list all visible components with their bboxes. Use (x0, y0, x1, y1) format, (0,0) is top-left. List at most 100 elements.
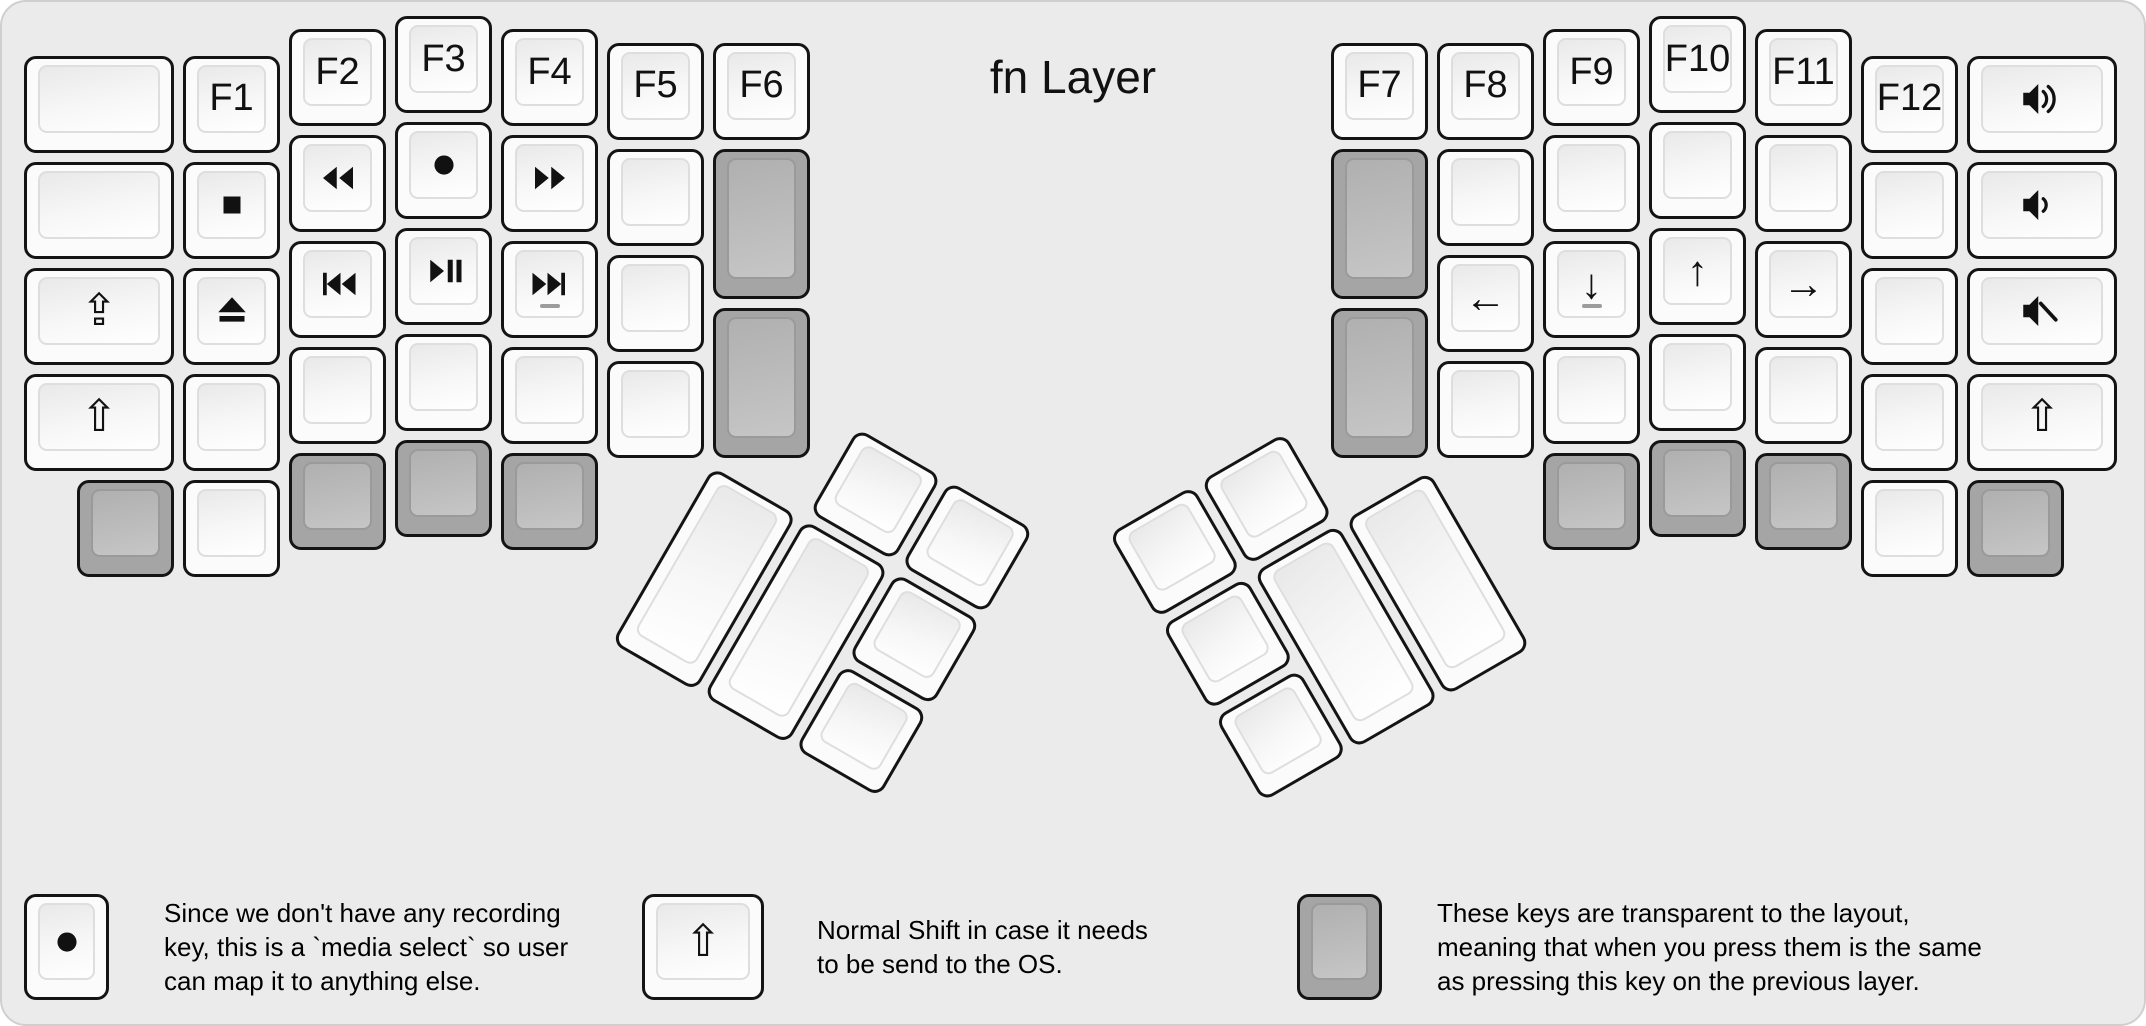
key-shift[interactable]: ⇧ (24, 373, 174, 471)
keycap-top (38, 170, 160, 239)
keycap-top (1981, 170, 2103, 239)
key-caps-lock[interactable]: ⇪ (24, 267, 174, 365)
key-transparent[interactable] (713, 148, 810, 299)
arrow-left-icon: ← (1464, 273, 1507, 321)
key-arrow-up[interactable]: ↑ (1649, 228, 1746, 325)
keycap-top (621, 263, 690, 332)
key-blank[interactable] (183, 479, 280, 577)
key-transparent[interactable] (1967, 479, 2064, 577)
eject-icon (209, 291, 255, 331)
key-eject[interactable] (183, 267, 280, 365)
key-volume-up[interactable] (1967, 55, 2117, 153)
legend-text-line: to be send to the OS. (817, 949, 1063, 979)
key-arrow-down[interactable]: ↓ (1543, 241, 1640, 339)
key-blank[interactable] (1543, 135, 1640, 233)
legend-sample-key (1297, 894, 1382, 1000)
key-blank[interactable] (607, 360, 704, 458)
keycap-top (1875, 382, 1944, 451)
key-f3[interactable]: F3 (395, 16, 492, 113)
keycap-top (870, 587, 964, 681)
key-blank[interactable] (1543, 347, 1640, 445)
next-track-icon (527, 264, 573, 304)
key-transparent[interactable] (1331, 307, 1428, 458)
keycap-top: F10 (1663, 25, 1732, 93)
keycap-top (727, 157, 796, 279)
key-blank[interactable] (1437, 148, 1534, 246)
key-blank[interactable] (1861, 373, 1958, 471)
prev-track-icon (315, 264, 361, 304)
key-blank[interactable] (607, 148, 704, 246)
key-label: F6 (739, 64, 784, 106)
key-blank[interactable] (24, 161, 174, 259)
keycap-top (1981, 64, 2103, 133)
key-label: F1 (209, 77, 254, 120)
key-blank[interactable] (607, 254, 704, 352)
homing-bar (539, 304, 560, 309)
key-fast-forward[interactable] (501, 135, 598, 233)
key-transparent[interactable] (1649, 440, 1746, 537)
layer-title: fn Layer (989, 51, 1157, 103)
key-f8[interactable]: F8 (1437, 42, 1534, 140)
legend-text-line: meaning that when you press them is the … (1437, 932, 1982, 962)
key-f10[interactable]: F10 (1649, 16, 1746, 113)
key-play-pause[interactable] (395, 228, 492, 325)
key-transparent[interactable] (289, 453, 386, 551)
record-icon (49, 925, 85, 959)
key-blank[interactable] (289, 347, 386, 445)
key-transparent[interactable] (713, 307, 810, 458)
key-transparent[interactable] (1543, 453, 1640, 551)
legend-text-line: Since we don't have any recording (164, 898, 561, 928)
key-prev-track[interactable] (289, 241, 386, 339)
key-label: F11 (1772, 50, 1835, 93)
keycap-top (817, 679, 911, 773)
keycap-top (1769, 462, 1838, 531)
key-transparent[interactable] (1755, 453, 1852, 551)
key-blank[interactable] (1437, 360, 1534, 458)
key-f5[interactable]: F5 (607, 42, 704, 140)
key-transparent[interactable] (77, 479, 174, 577)
key-blank[interactable] (1649, 334, 1746, 431)
key-shift[interactable]: ⇧ (1967, 373, 2117, 471)
key-f9[interactable]: F9 (1543, 29, 1640, 127)
key-blank[interactable] (1861, 161, 1958, 259)
shift-icon: ⇧ (80, 391, 118, 441)
key-blank[interactable] (1755, 135, 1852, 233)
key-blank[interactable] (183, 373, 280, 471)
key-next-track[interactable] (501, 241, 598, 339)
key-blank[interactable] (24, 55, 174, 153)
key-f12[interactable]: F12 (1861, 55, 1958, 153)
key-f6[interactable]: F6 (713, 42, 810, 140)
keycap-top: F11 (1769, 38, 1838, 107)
key-blank[interactable] (1755, 347, 1852, 445)
key-f11[interactable]: F11 (1755, 29, 1852, 127)
keycap-top (1217, 446, 1311, 541)
key-stop[interactable] (183, 161, 280, 259)
key-f2[interactable]: F2 (289, 29, 386, 127)
key-label: F7 (1357, 64, 1402, 106)
key-transparent[interactable] (395, 440, 492, 537)
key-f1[interactable]: F1 (183, 55, 280, 153)
keycap-top (1231, 683, 1325, 777)
key-f7[interactable]: F7 (1331, 42, 1428, 140)
key-transparent[interactable] (1331, 148, 1428, 299)
key-f4[interactable]: F4 (501, 29, 598, 127)
keycap-top (91, 488, 160, 557)
key-blank[interactable] (501, 347, 598, 445)
key-blank[interactable] (1861, 479, 1958, 577)
key-rewind[interactable] (289, 135, 386, 233)
keycap-top (303, 144, 372, 213)
key-volume-down[interactable] (1967, 161, 2117, 259)
key-label: F8 (1463, 64, 1508, 106)
key-blank[interactable] (1649, 122, 1746, 219)
key-mute[interactable] (1967, 267, 2117, 365)
key-arrow-right[interactable]: → (1755, 241, 1852, 339)
keycap-top: F2 (303, 38, 372, 107)
key-blank[interactable] (395, 334, 492, 431)
key-record[interactable] (395, 122, 492, 219)
key-transparent[interactable] (501, 453, 598, 551)
key-blank[interactable] (1861, 267, 1958, 365)
keycap-top (515, 462, 584, 531)
key-arrow-left[interactable]: ← (1437, 254, 1534, 352)
